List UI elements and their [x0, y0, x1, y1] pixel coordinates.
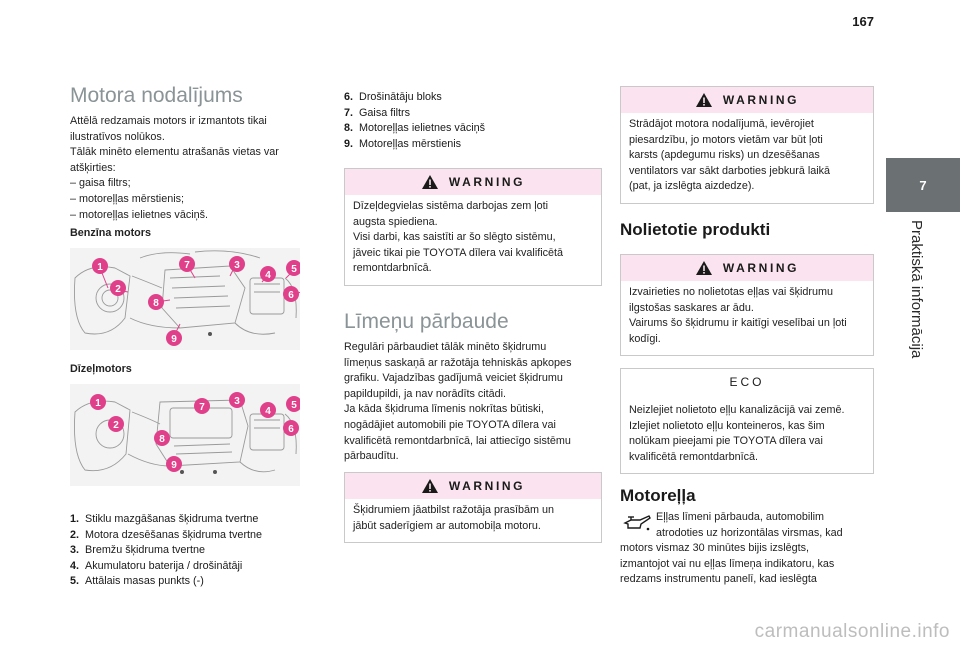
section-title-engine-compartment: Motora nodalījums	[70, 84, 243, 107]
callout-label: 3	[234, 260, 240, 271]
callout-label: 7	[199, 402, 205, 413]
section-title-used-products: Nolietotie produkti	[620, 220, 771, 239]
warning-triangle-icon	[421, 175, 438, 189]
intro-line: atšķirties:	[70, 161, 116, 174]
list-item: 2.Motora dzesēšanas šķidruma tvertne	[70, 528, 263, 541]
warning-label: WARNING	[722, 261, 800, 275]
list-item: 3.Bremžu šķidruma tvertne	[70, 544, 206, 557]
list-item: 4.Akumulatoru baterija / drošinātāji	[70, 559, 243, 572]
callout-label: 4	[265, 406, 271, 417]
intro-line: Attēlā redzamais motors ir izmantots tik…	[70, 115, 267, 127]
warning-header: WARNING	[345, 169, 601, 195]
callout-label: 1	[97, 262, 103, 273]
warning-box-diesel: WARNING Dīzeļdegvielas sistēma darbojas …	[344, 168, 602, 286]
warning-header: WARNING	[345, 473, 601, 499]
intro-line: – gaisa filtrs;	[70, 177, 131, 190]
warning-box-fluids: WARNING Šķidrumiem jāatbilst ražotāja pr…	[344, 472, 602, 544]
oil-text-indented: Eļļas līmeni pārbauda, automobilim atrod…	[656, 511, 843, 539]
eco-box: ECO Neizlejiet nolietoto eļļu kanalizāci…	[620, 368, 874, 475]
callout-label: 8	[153, 298, 159, 309]
chapter-tab[interactable]: 7	[886, 158, 960, 212]
component-list-2: 6.Drošinātāju bloks 7.Gaisa filtrs 8.Mot…	[344, 90, 485, 152]
diesel-engine-drawing: 1 2 3 4 5 6 7 8 9	[70, 384, 300, 486]
callout-label: 1	[95, 398, 101, 409]
warning-label: WARNING	[448, 175, 526, 189]
section-title-level-check: Līmeņu pārbaude	[344, 310, 509, 333]
intro-line: ilustratīvos nolūkos.	[70, 130, 165, 143]
diesel-engine-heading: Dīzeļmotors	[70, 363, 132, 375]
section-title-engine-oil: Motoreļļa	[620, 486, 696, 505]
warning-label: WARNING	[448, 479, 526, 493]
petrol-engine-diagram: 1 2 3 4 5 6 7 8 9	[70, 248, 300, 350]
petrol-engine-heading: Benzīna motors	[70, 227, 151, 239]
callout-label: 8	[159, 434, 165, 445]
warning-box-skin-contact: WARNING Izvairieties no nolietotas eļļas…	[620, 254, 874, 357]
chapter-label-wrap: Praktiskā informācija	[908, 220, 938, 370]
chapter-label: Praktiskā informācija	[908, 220, 925, 359]
callout-label: 9	[171, 334, 177, 345]
callout-label: 9	[171, 460, 177, 471]
diesel-engine-diagram: 1 2 3 4 5 6 7 8 9	[70, 384, 300, 486]
callout-label: 4	[265, 270, 271, 281]
callout-label: 5	[291, 264, 297, 275]
page-number: 167	[852, 14, 874, 29]
watermark: carmanualsonline.info	[754, 621, 950, 642]
warning-body: Dīzeļdegvielas sistēma darbojas zem ļoti…	[353, 200, 564, 275]
warning-body: Šķidrumiem jāatbilst ražotāja prasībām u…	[353, 504, 555, 532]
warning-triangle-icon	[421, 479, 438, 493]
warning-label: WARNING	[722, 93, 800, 107]
list-item: 7.Gaisa filtrs	[344, 106, 411, 119]
intro-line: Tālāk minēto elementu atrašanās vietas v…	[70, 146, 279, 159]
callout-label: 2	[115, 284, 121, 295]
intro-line: – motoreļļas mērstienis;	[70, 192, 185, 205]
callout-label: 7	[184, 260, 190, 271]
list-item: 6.Drošinātāju bloks	[344, 91, 442, 103]
level-check-text: Regulāri pārbaudiet tālāk minēto šķidrum…	[344, 341, 572, 463]
list-item: 8.Motoreļļas ielietnes vāciņš	[344, 122, 486, 135]
eco-body: Neizlejiet nolietoto eļļu kanalizācijā v…	[629, 404, 845, 463]
callout-label: 6	[288, 290, 294, 301]
oil-can-icon	[623, 515, 651, 531]
callout-label: 3	[234, 396, 240, 407]
list-item: 9.Motoreļļas mērstienis	[344, 137, 462, 150]
petrol-engine-drawing: 1 2 3 4 5 6 7 8 9	[70, 248, 300, 350]
warning-body: Strādājot motora nodalījumā, ievērojiet …	[629, 118, 831, 193]
eco-header: ECO	[729, 375, 765, 389]
callout-label: 5	[291, 400, 297, 411]
warning-box-hot-engine: WARNING Strādājot motora nodalījumā, iev…	[620, 86, 874, 204]
list-item: 1.Stiklu mazgāšanas šķidruma tvertne	[70, 513, 259, 525]
oil-text: motors vismaz 30 minūtes bijis izslēgts,…	[620, 542, 835, 586]
callout-label: 2	[113, 420, 119, 431]
warning-header: WARNING	[621, 87, 873, 113]
intro-text: Attēlā redzamais motors ir izmantots tik…	[70, 114, 310, 223]
list-item: 5.Attālais masas punkts (-)	[70, 575, 204, 588]
callout-label: 6	[288, 424, 294, 435]
component-list-1: 1.Stiklu mazgāšanas šķidruma tvertne 2.M…	[70, 512, 262, 590]
warning-body: Izvairieties no nolietotas eļļas vai šķi…	[629, 286, 847, 345]
intro-line: – motoreļļas ielietnes vāciņš.	[70, 208, 209, 221]
warning-header: WARNING	[621, 255, 873, 281]
warning-triangle-icon	[695, 261, 712, 275]
warning-triangle-icon	[695, 93, 712, 107]
